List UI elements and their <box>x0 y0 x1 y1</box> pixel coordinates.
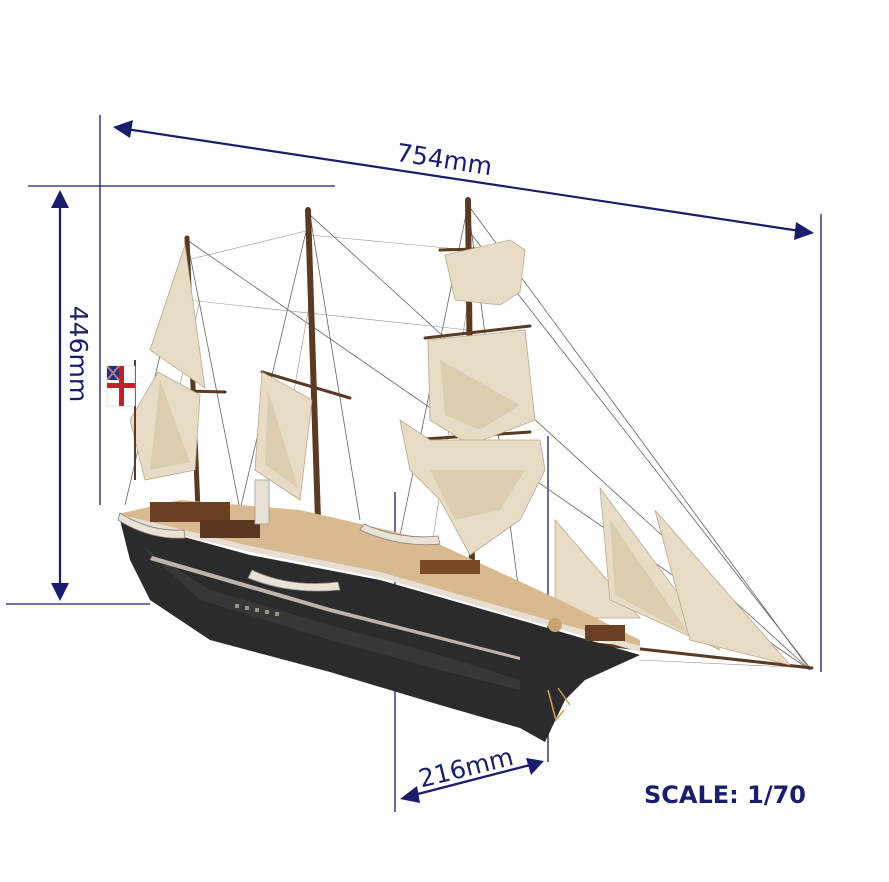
mizzen-sails <box>129 244 206 481</box>
ensign-flag-icon <box>106 360 136 480</box>
width-label: 216mm <box>416 742 517 793</box>
main-sails <box>254 371 313 501</box>
fore-sails <box>399 239 546 556</box>
scale-label: SCALE: 1/70 <box>644 781 806 809</box>
height-dimension-arrow <box>51 190 69 601</box>
length-dimension-arrow <box>113 120 814 240</box>
length-label: 754mm <box>394 138 494 181</box>
width-dimension-arrow <box>400 758 544 803</box>
ship-hull <box>117 479 640 742</box>
jib-sails <box>554 486 792 666</box>
height-label: 446mm <box>64 306 93 402</box>
ship-model-illustration <box>106 197 814 742</box>
